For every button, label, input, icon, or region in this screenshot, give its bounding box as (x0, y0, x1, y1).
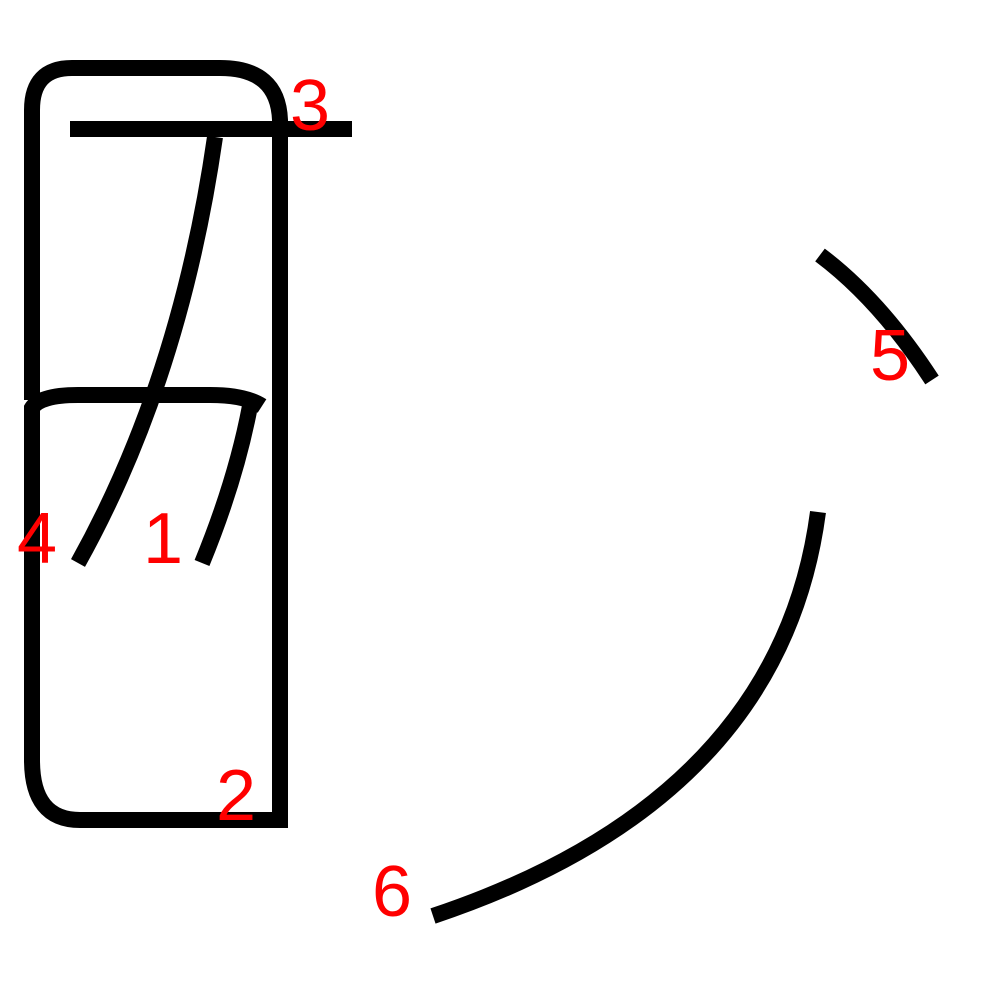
stroke-4 (71, 135, 223, 567)
stroke-5 (815, 248, 939, 385)
stroke-2 (24, 387, 288, 828)
stroke-label-1: 1 (143, 499, 183, 579)
stroke-label-3: 3 (290, 66, 330, 146)
stroke-6 (430, 510, 826, 924)
stroke-3-frame (24, 60, 288, 440)
stroke-label-6: 6 (372, 852, 412, 932)
stroke-label-2: 2 (216, 756, 256, 836)
stroke-1 (194, 404, 258, 567)
stroke-label-5: 5 (870, 316, 910, 396)
stroke-label-4: 4 (17, 499, 57, 579)
